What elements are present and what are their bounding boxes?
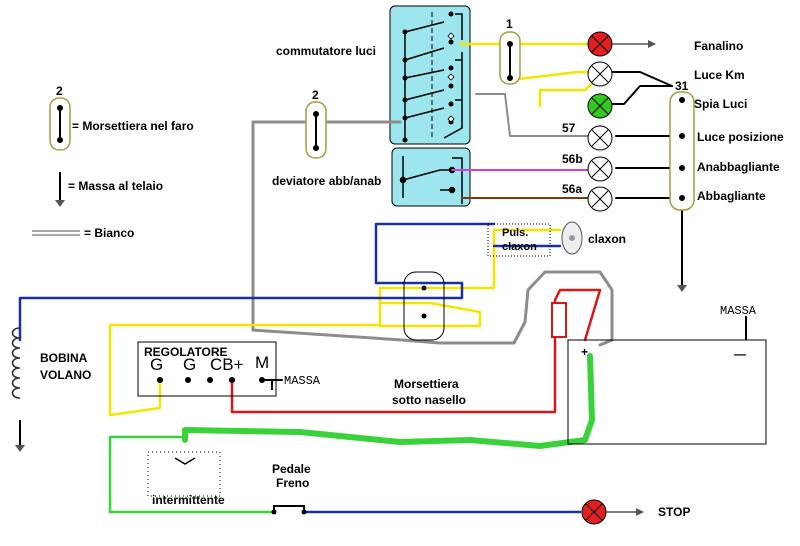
deviatore-contacts <box>399 156 463 204</box>
pedale-dot-l <box>271 509 277 515</box>
label-num-31: 31 <box>675 79 689 93</box>
label-reg-m: M <box>255 353 269 372</box>
wire-yellow-km <box>508 46 602 82</box>
claxon-icon <box>561 221 583 255</box>
regolatore-dots <box>157 377 265 383</box>
label-reg-g1: G <box>150 355 163 374</box>
label-reg-cb: CB+ <box>210 355 244 374</box>
lamp-stop <box>581 499 607 525</box>
label-volano: VOLANO <box>40 368 91 382</box>
lamp-luce-km <box>587 61 613 87</box>
label-plus: + <box>581 345 588 359</box>
wire-blue-bobina <box>18 222 496 342</box>
intermittente-box <box>147 451 221 497</box>
legend-bianco-wire <box>32 230 80 236</box>
label-num-2a: 2 <box>56 84 63 98</box>
label-claxon: claxon <box>588 232 626 246</box>
label-bobina: BOBINA <box>40 351 88 365</box>
commutatore-box <box>389 5 471 145</box>
label-intermittente: intermittente <box>152 493 225 507</box>
lamp-fanalino <box>587 31 613 57</box>
lamp-arrows <box>606 43 648 513</box>
label-anabbagliante: Anabbagliante <box>697 160 780 174</box>
lamp-posizione <box>587 125 613 151</box>
pedale-dot-r <box>301 509 307 515</box>
label-num-56b: 56b <box>562 152 583 166</box>
label-massa-telaio: = Massa al telaio <box>68 179 163 193</box>
label-regolatore: REGOLATORE <box>144 345 228 359</box>
wire-gray-57 <box>475 93 601 137</box>
morsettiera-sotto-dots <box>421 285 427 319</box>
wire-yellow-bobina <box>108 301 482 417</box>
label-num-2b: 2 <box>312 88 319 102</box>
pedale-switch <box>273 505 305 512</box>
label-puls: Puls. <box>502 227 528 239</box>
label-deviatore: deviatore abb/anab <box>272 174 381 188</box>
label-num-57: 57 <box>562 121 576 135</box>
wire-gray-main <box>251 120 614 347</box>
switch-dots <box>402 11 454 143</box>
wire-green-batt <box>182 353 595 449</box>
label-stop: STOP <box>658 505 690 519</box>
label-massa-batt: MASSA <box>720 304 757 318</box>
label-luce-posizione: Luce posizione <box>697 130 784 144</box>
lamp-spia <box>587 93 613 119</box>
regolatore-box <box>137 341 277 397</box>
label-bianco: = Bianco <box>84 226 134 240</box>
bobina-coil <box>11 327 21 399</box>
puls-claxon-box <box>487 223 551 257</box>
label-sotto-nasello: sotto nasello <box>392 393 466 407</box>
label-minus: — <box>734 347 746 361</box>
wire-red-cb <box>230 288 602 414</box>
lamps <box>581 31 613 525</box>
ground-symbols <box>19 172 747 445</box>
battery-box <box>567 339 767 445</box>
label-abbagliante: Abbagliante <box>697 189 766 203</box>
switch-diamonds <box>447 32 455 123</box>
wire-yellow-claxon <box>378 228 496 305</box>
label-num-1: 1 <box>506 17 513 31</box>
fuse <box>551 302 567 338</box>
label-num-56a: 56a <box>562 182 582 196</box>
intermittente-contact <box>174 457 196 465</box>
wire-black-km <box>599 71 673 87</box>
label-spia-luci: Spia Luci <box>694 97 747 111</box>
lamp-anabbagliante <box>587 156 613 182</box>
label-massa-reg: MASSA <box>284 374 321 388</box>
wire-green-stop <box>108 435 187 514</box>
label-morsettiera-sotto: Morsettiera <box>394 377 459 391</box>
label-luce-km: Luce Km <box>694 68 745 82</box>
ground-arrows <box>15 40 687 516</box>
wires <box>18 42 683 514</box>
capsule-bars <box>57 41 685 201</box>
commutatore-contacts <box>404 12 463 140</box>
morsettiera-sotto-box <box>403 271 445 341</box>
label-freno: Freno <box>276 476 309 490</box>
label-puls-claxon: claxon <box>502 241 537 253</box>
label-commutatore: commutatore luci <box>276 44 376 58</box>
label-morsettiera-faro: = Morsettiera nel faro <box>72 119 194 133</box>
label-reg-g2: G <box>183 355 196 374</box>
label-pedale: Pedale <box>272 462 311 476</box>
label-fanalino: Fanalino <box>694 39 743 53</box>
wire-black-lamps <box>615 135 673 199</box>
lamp-abbagliante <box>587 186 613 212</box>
